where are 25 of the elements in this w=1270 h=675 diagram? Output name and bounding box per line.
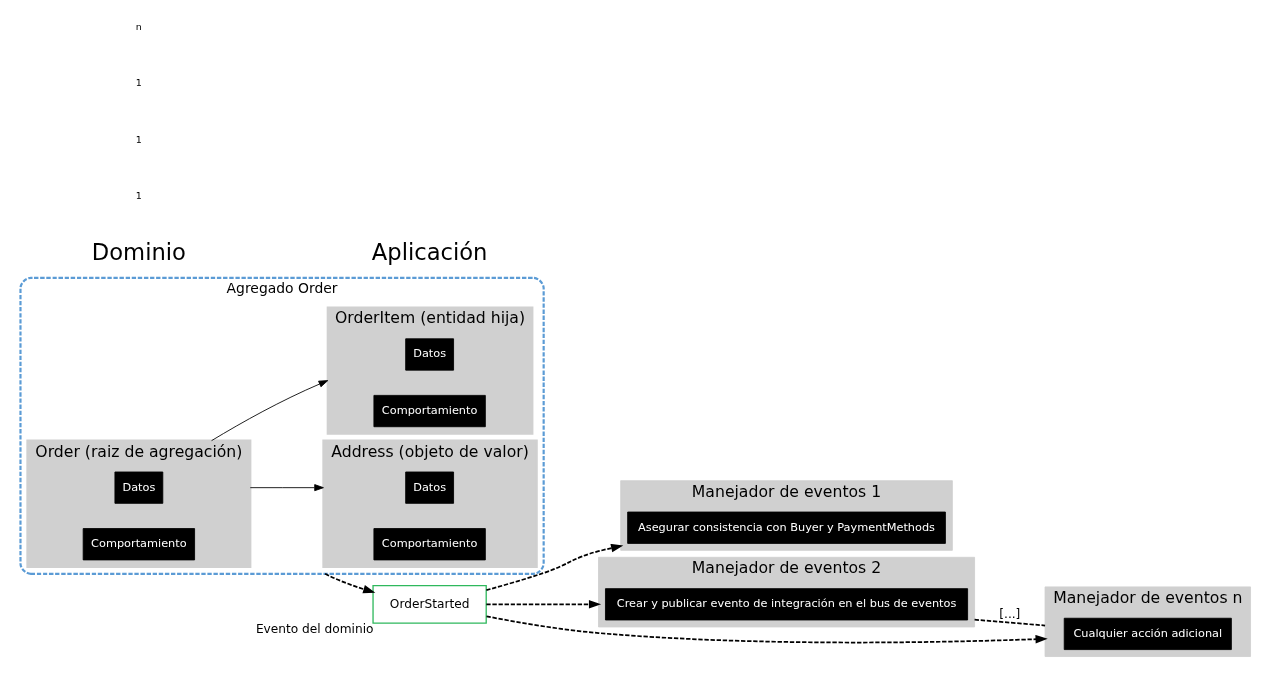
- label: Aplicación: [371, 238, 487, 265]
- node-box: Datos: [404, 338, 454, 371]
- arrow: [323, 572, 375, 594]
- edge-label: [...]: [998, 607, 1020, 622]
- arrow: [485, 600, 601, 609]
- node-box: Datos: [404, 471, 454, 504]
- node-box: OrderStarted: [371, 584, 487, 624]
- arrow: [485, 615, 1048, 644]
- node-box: Comportamiento: [372, 394, 486, 428]
- node-box: Crear y publicar evento de integración en el bus de eventos: [604, 588, 968, 621]
- node-box: Asegurar consistencia con Buyer y PaymentMethods: [626, 511, 946, 544]
- label: 1: [135, 190, 142, 202]
- node-box: Datos: [114, 471, 163, 504]
- connector: [973, 618, 1046, 627]
- node-box: Comportamiento: [372, 528, 486, 561]
- arrow: [210, 380, 328, 442]
- label: Dominio: [91, 238, 186, 265]
- node-label: Evento del dominio: [255, 621, 374, 636]
- arrow: [485, 543, 623, 591]
- label: 1: [135, 77, 142, 89]
- arrow: [249, 484, 324, 492]
- label: n: [135, 20, 142, 32]
- node-box: Comportamiento: [82, 528, 195, 561]
- label: 1: [135, 133, 142, 145]
- node-box: Cualquier acción adicional: [1063, 617, 1232, 650]
